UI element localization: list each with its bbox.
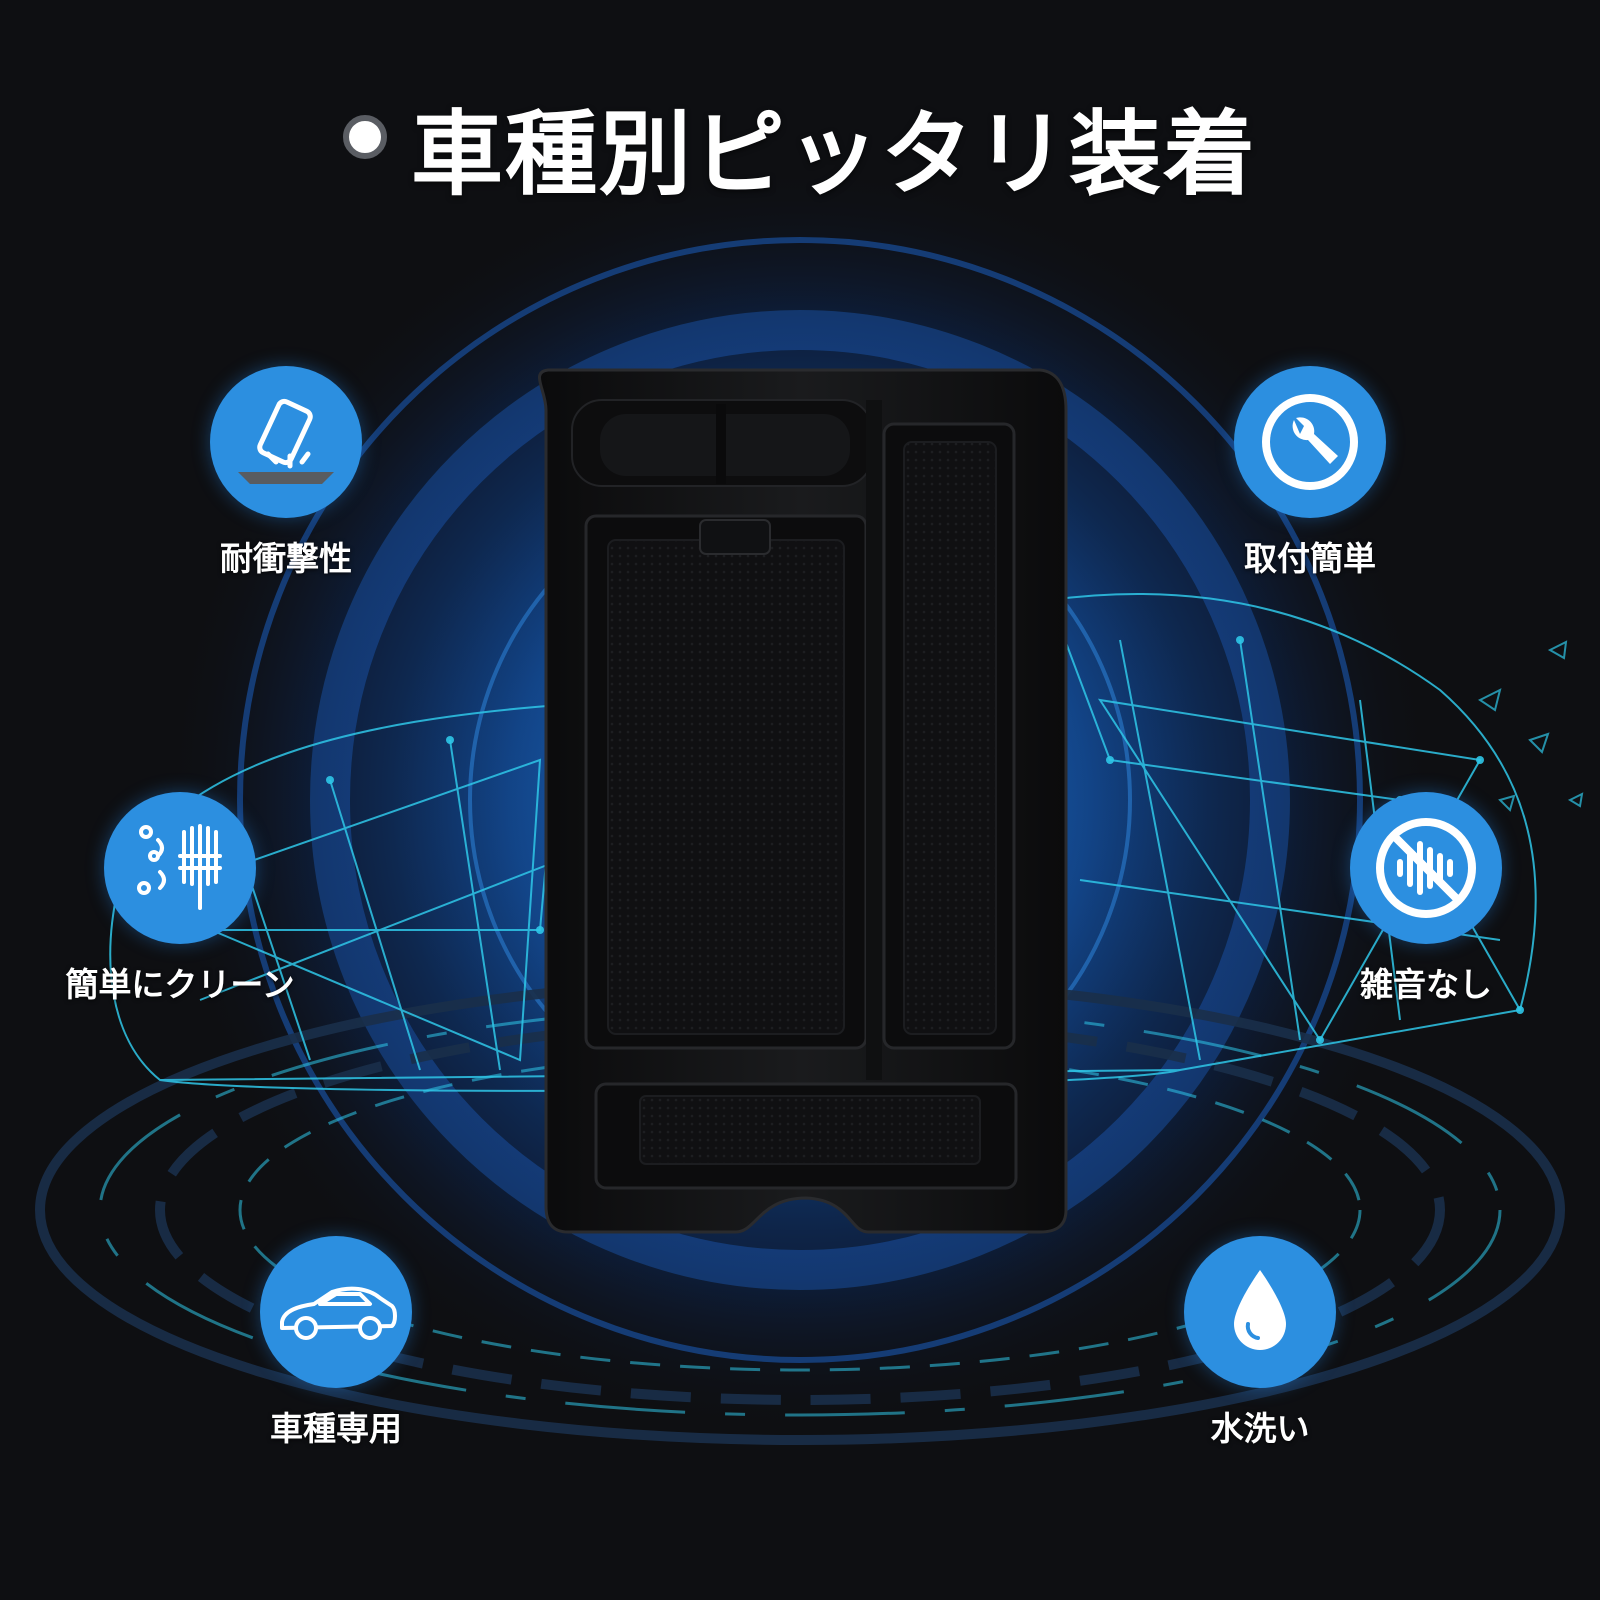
no-sound-icon <box>1350 792 1502 944</box>
feature-label: 耐衝撃性 <box>220 539 352 578</box>
feature-label: 車種専用 <box>270 1409 402 1448</box>
feature-impact: 耐衝撃性 <box>146 366 426 580</box>
console-tray-image <box>537 368 1068 1234</box>
feature-wash: 水洗い <box>1120 1236 1400 1450</box>
wrench-icon <box>1234 366 1386 518</box>
feature-fit: 車種専用 <box>196 1236 476 1450</box>
car-icon <box>260 1236 412 1388</box>
feature-label: 雑音なし <box>1360 965 1492 1004</box>
feature-clean: 簡単にクリーン <box>40 792 320 1006</box>
phone-impact-icon <box>210 366 362 518</box>
feature-label: 水洗い <box>1210 1409 1310 1448</box>
feature-silent: 雑音なし <box>1286 792 1566 1006</box>
headline: 車種別ピッタリ装着 <box>0 80 1600 213</box>
water-drop-icon <box>1184 1236 1336 1388</box>
feature-install: 取付簡単 <box>1170 366 1450 580</box>
headline-text: 車種別ピッタリ装着 <box>410 100 1257 208</box>
feature-label: 簡単にクリーン <box>65 965 295 1004</box>
feature-label: 取付簡単 <box>1244 539 1376 578</box>
bullet-icon <box>342 114 387 159</box>
brush-icon <box>104 792 256 944</box>
